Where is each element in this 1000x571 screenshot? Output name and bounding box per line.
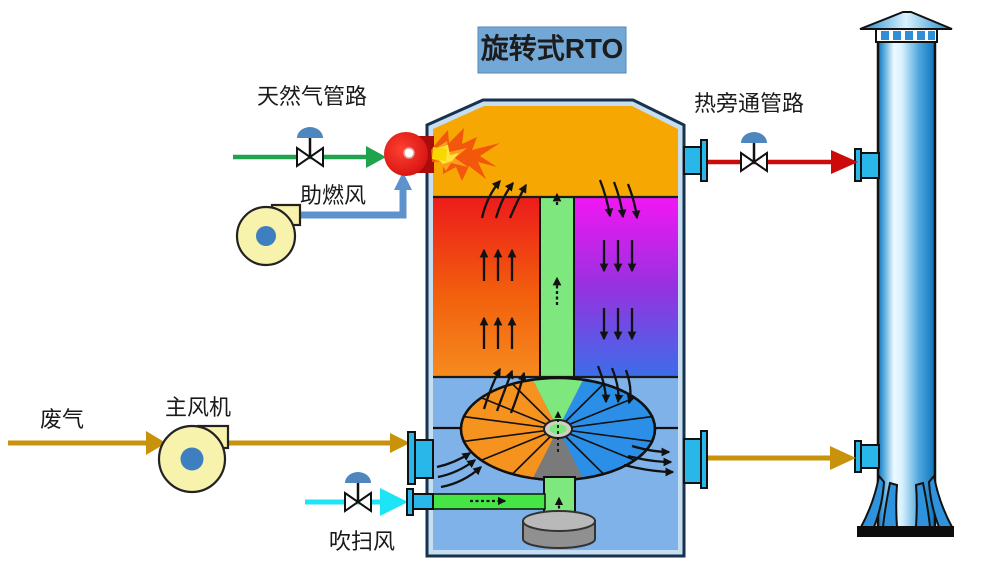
exhaust-stack xyxy=(854,11,954,537)
bypass-nozzle xyxy=(683,139,708,182)
waste-inlet-nozzle xyxy=(407,431,434,485)
hot-bypass-valve xyxy=(740,132,768,173)
purge-inlet-nozzle xyxy=(406,488,434,516)
stack-base-plate xyxy=(857,526,954,537)
right-heat-bed xyxy=(573,197,678,377)
label-waste-gas: 废气 xyxy=(40,407,84,432)
stack-body xyxy=(876,39,937,530)
purge-air-valve xyxy=(344,472,372,513)
natural-gas-valve xyxy=(296,127,324,168)
clean-gas-outlet-line xyxy=(707,446,856,470)
stack-inlet-top xyxy=(854,148,880,182)
label-natural-gas: 天然气管路 xyxy=(257,84,367,109)
title-box: 旋转式RTO xyxy=(477,26,627,74)
stack-vent-band xyxy=(875,28,938,43)
center-green-column xyxy=(539,196,575,382)
label-main-fan: 主风机 xyxy=(165,395,231,420)
label-combustion-air: 助燃风 xyxy=(300,183,366,208)
hot-bypass-line xyxy=(707,150,858,174)
left-heat-bed xyxy=(433,197,540,377)
combustion-air-arrow xyxy=(394,172,412,190)
stack-base-legs xyxy=(859,473,954,528)
purge-pipe-internal xyxy=(432,493,546,510)
flame-icon xyxy=(431,128,500,181)
vessel-nozzles xyxy=(406,139,708,516)
flow-arrows xyxy=(436,179,675,489)
label-hot-bypass: 热旁通管路 xyxy=(694,91,804,116)
label-purge-air: 吹扫风 xyxy=(329,529,395,554)
combustion-air-fan xyxy=(235,172,412,267)
burner xyxy=(384,128,500,181)
stack-cap xyxy=(859,11,953,30)
page-title: 旋转式RTO xyxy=(481,33,624,64)
main-fan xyxy=(157,424,230,494)
outlet-nozzle xyxy=(683,430,708,489)
hot-bypass-arrow xyxy=(831,150,858,174)
waste-gas-line xyxy=(8,431,410,455)
shaft-pedestal xyxy=(522,510,596,549)
stack-inlet-bottom xyxy=(854,440,880,473)
